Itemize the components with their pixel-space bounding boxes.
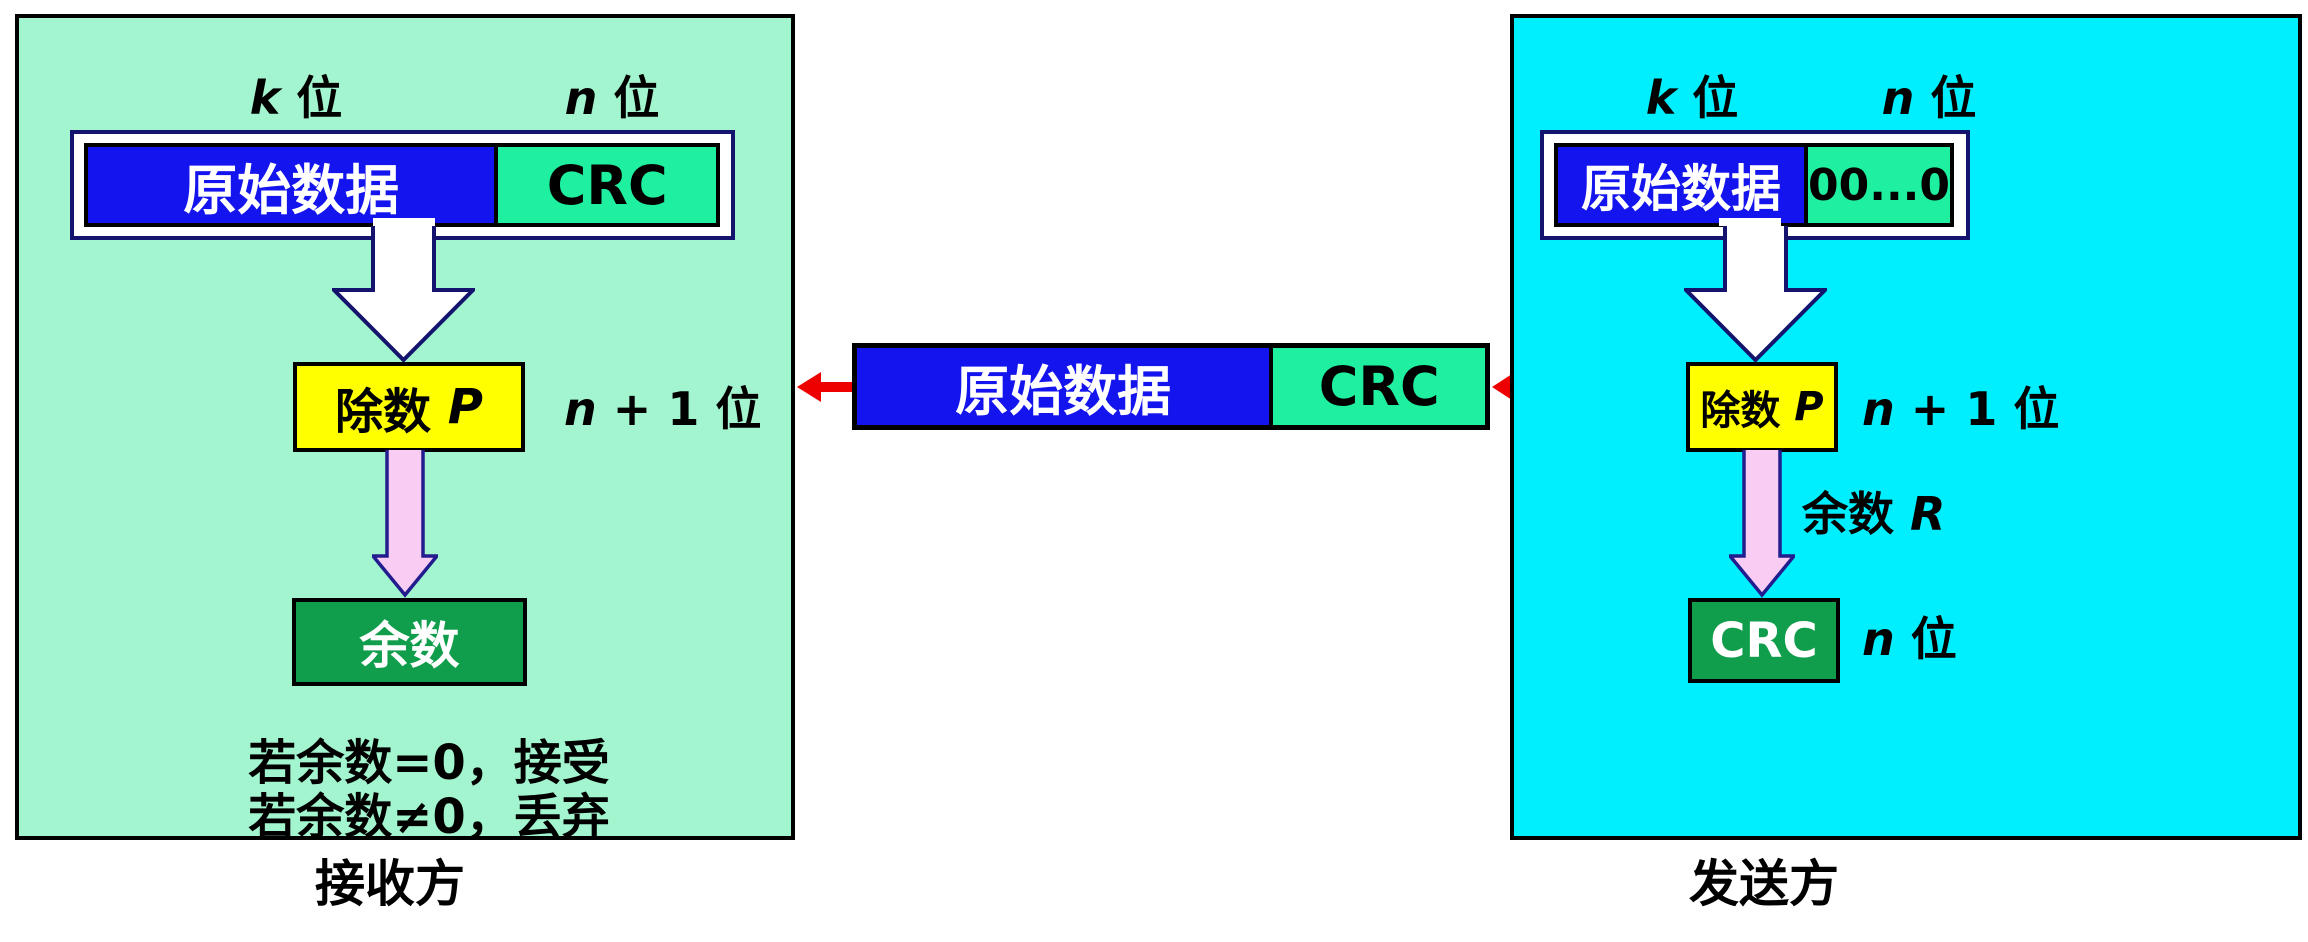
decision-rules: 若余数=0，接受 若余数≠0，丢弃 <box>199 736 659 844</box>
receiver-data-segment: 原始数据 <box>88 147 499 223</box>
n-variable: n <box>1881 71 1915 125</box>
n-variable: n <box>564 382 597 436</box>
receiver-divisor-bits-label: n + 1 位 <box>564 381 761 437</box>
receiver-crc-segment: CRC <box>498 147 716 223</box>
remainder-variable: R <box>1910 487 1946 541</box>
n-unit: 位 <box>1914 71 1977 125</box>
n-variable: n <box>1862 612 1895 666</box>
divisor-variable: P <box>1794 384 1824 430</box>
k-variable: k <box>249 71 281 125</box>
k-unit: 位 <box>280 71 343 125</box>
pink-down-arrow-icon <box>1729 450 1795 598</box>
bits-rest: 位 <box>1894 612 1957 666</box>
crc-bits-label: n 位 <box>1862 611 1957 667</box>
sender-divisor-bits-label: n + 1 位 <box>1862 381 2059 437</box>
divisor-text: 除数 <box>1700 388 1795 434</box>
sender-n-bits-label: n 位 <box>1829 70 2029 126</box>
red-arrow-left-icon <box>797 372 852 402</box>
down-arrow-icon <box>332 226 475 363</box>
channel-data-segment: 原始数据 <box>857 348 1274 425</box>
remainder-box: 余数 <box>292 598 527 686</box>
receiver-k-bits-label: k 位 <box>196 70 396 126</box>
k-variable: k <box>1645 71 1677 125</box>
k-unit: 位 <box>1676 71 1739 125</box>
down-arrow-icon <box>1684 226 1827 363</box>
sender-data-segment: 原始数据 <box>1558 147 1808 223</box>
sender-zeros-segment: 00...0 <box>1808 147 1950 223</box>
sender-caption: 发送方 <box>1689 855 1839 913</box>
remainder-text: 余数 <box>1802 487 1911 541</box>
sender-frame-bar: 原始数据 00...0 <box>1554 143 1954 227</box>
divisor-variable: P <box>447 379 483 435</box>
sender-divisor-box: 除数 P <box>1686 362 1838 452</box>
receiver-frame-bar: 原始数据 CRC <box>84 143 720 227</box>
pink-down-arrow-icon <box>372 450 438 598</box>
bits-rest: + 1 位 <box>1894 382 2060 436</box>
bits-rest: + 1 位 <box>596 382 762 436</box>
n-variable: n <box>1862 382 1895 436</box>
divisor-text: 除数 <box>335 384 448 440</box>
n-variable: n <box>564 71 598 125</box>
crc-result-box: CRC <box>1688 598 1840 683</box>
receiver-n-bits-label: n 位 <box>512 70 712 126</box>
arrow-frame-joint <box>373 218 435 226</box>
channel-crc-segment: CRC <box>1273 348 1485 425</box>
sender-panel: k 位 n 位 原始数据 00...0 除数 P n + 1 位 余数 R CR… <box>1510 14 2302 840</box>
remainder-result-label: 余数 R <box>1802 486 1945 542</box>
receiver-caption: 接收方 <box>315 855 465 913</box>
arrow-frame-joint <box>1719 218 1781 226</box>
transmitted-frame-box: 原始数据 CRC <box>852 343 1490 430</box>
receiver-divisor-box: 除数 P <box>293 362 525 452</box>
receiver-panel: k 位 n 位 原始数据 CRC 除数 P n + 1 位 余数 若余数=0，接… <box>15 14 795 844</box>
rule-discard: 若余数≠0，丢弃 <box>248 789 610 845</box>
rule-accept: 若余数=0，接受 <box>248 735 610 791</box>
sender-k-bits-label: k 位 <box>1592 70 1792 126</box>
n-unit: 位 <box>597 71 660 125</box>
